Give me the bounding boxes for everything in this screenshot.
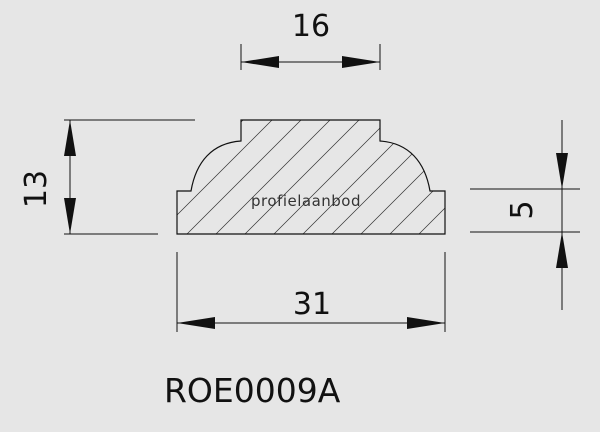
hatch-line [421, 120, 445, 234]
arrow-right-icon [342, 56, 380, 68]
arrow-left-icon [177, 317, 215, 329]
hatch-line [218, 120, 380, 234]
dimension-height: 13 [19, 119, 195, 235]
hatch-line [480, 100, 600, 260]
dimension-base-width: 31 [176, 252, 446, 332]
hatch-line [0, 100, 118, 260]
arrow-up-icon [64, 120, 76, 156]
hatch-line [177, 120, 293, 234]
hatch-line [392, 120, 445, 234]
hatch-line [177, 120, 235, 234]
dimension-step-height-label: 5 [505, 200, 540, 219]
arrow-left-icon [241, 56, 279, 68]
hatch-line [276, 120, 438, 234]
arrow-down-icon [64, 198, 76, 234]
hatch-line [177, 120, 206, 234]
profile-code-label: ROE0009A [164, 371, 341, 410]
hatch-line [247, 120, 409, 234]
hatch-line [177, 120, 264, 234]
hatch-line [363, 120, 445, 234]
watermark-label: profielaanbod [251, 192, 361, 210]
hatch-line [305, 120, 445, 234]
arrow-right-icon [407, 317, 445, 329]
arrow-down-icon [556, 153, 568, 189]
cross-section-hatching [0, 100, 600, 260]
hatch-line [189, 120, 351, 234]
hatch-line [177, 120, 322, 234]
hatch-line [538, 100, 600, 260]
dimension-top-width: 16 [240, 9, 381, 70]
dimension-height-label: 13 [19, 170, 54, 208]
dimension-step-height: 5 [470, 120, 580, 310]
arrow-up-icon [556, 232, 568, 268]
hatch-line [509, 100, 600, 260]
hatch-line [334, 120, 445, 234]
dimension-top-width-label: 16 [292, 9, 330, 44]
hatch-line [451, 100, 600, 260]
profile-outline [176, 119, 446, 235]
dimension-base-width-label: 31 [293, 287, 331, 322]
